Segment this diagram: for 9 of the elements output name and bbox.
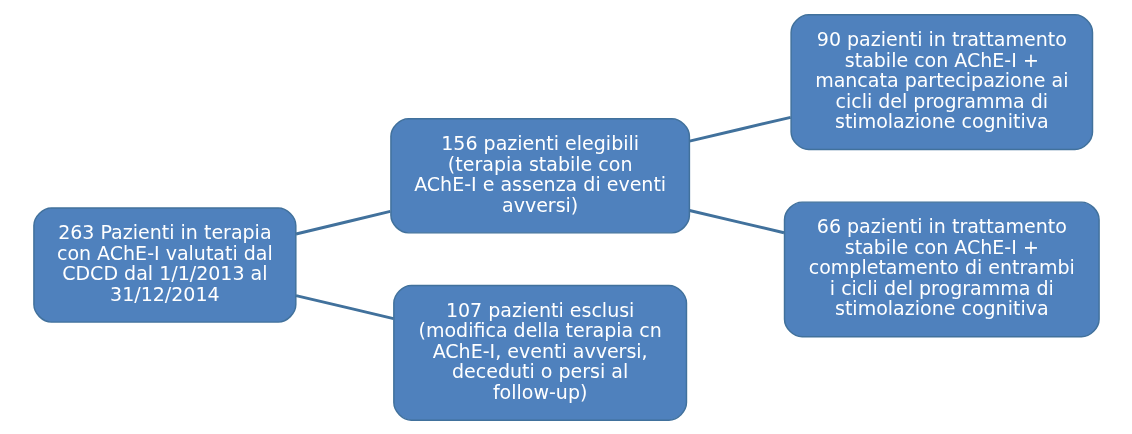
connector bbox=[688, 208, 784, 234]
connector bbox=[295, 209, 391, 235]
node-box: 66 pazienti in trattamento stabile con AChE-I + completamento di entrambi i cicli del programma di stimolazione cognitiva bbox=[783, 200, 1100, 337]
node-box: 263 Pazienti in terapia con AChE-I valutati dal CDCD dal 1/1/2013 al 31/12/2014 bbox=[32, 206, 297, 323]
node-box: 90 pazienti in trattamento stabile con AChE-I + mancata partecipazione ai cicli del programma di stimolazione cognitiva bbox=[789, 13, 1093, 150]
node-box: 156 pazienti elegibili (terapia stabile con AChE-I e assenza di eventi avversi) bbox=[389, 117, 690, 234]
connector bbox=[688, 115, 791, 142]
node-box: 107 pazienti esclusi (modifica della terapia cn AChE-I, eventi avversi, deceduti o persi al follow-up) bbox=[392, 284, 687, 421]
connector bbox=[295, 293, 394, 320]
